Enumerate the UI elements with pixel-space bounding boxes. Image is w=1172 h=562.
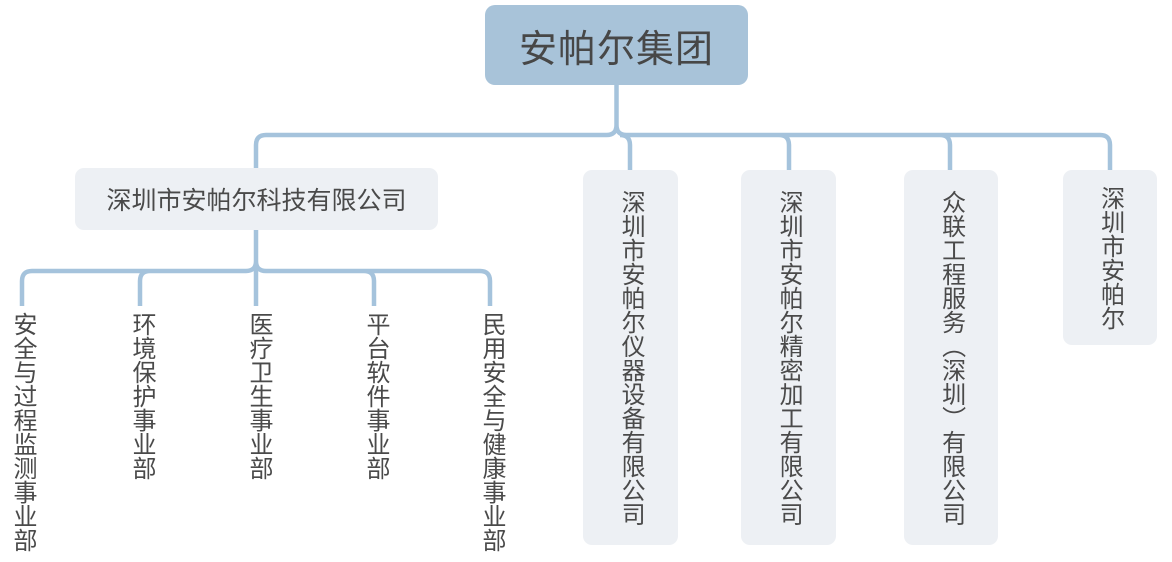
subsidiary-node-4: 深圳市安帕尔 xyxy=(1063,170,1157,345)
department-label-0: 安全与过程监测事业部 xyxy=(9,312,36,552)
root-node-label: 安帕尔集团 xyxy=(518,28,714,71)
root-node: 安帕尔集团 xyxy=(485,5,748,85)
subsidiary-node-0-label: 深圳市安帕尔科技有限公司 xyxy=(106,187,407,215)
subsidiary-node-1-label: 深圳市安帕尔仪器设备有限公司 xyxy=(617,189,645,526)
subsidiary-node-3: 众联工程服务（深圳）有限公司 xyxy=(904,170,998,545)
department-label-4: 民用安全与健康事业部 xyxy=(478,312,505,552)
subsidiary-node-2: 深圳市安帕尔精密加工有限公司 xyxy=(741,170,836,545)
subsidiary-node-1: 深圳市安帕尔仪器设备有限公司 xyxy=(583,170,678,545)
subsidiary-node-3-label: 众联工程服务（深圳）有限公司 xyxy=(937,189,965,526)
subsidiary-node-4-label: 深圳市安帕尔 xyxy=(1096,185,1124,330)
department-label-2: 医疗卫生事业部 xyxy=(245,312,272,480)
department-label-1: 环境保护事业部 xyxy=(128,312,155,480)
department-label-3: 平台软件事业部 xyxy=(362,312,389,480)
subsidiary-node-2-label: 深圳市安帕尔精密加工有限公司 xyxy=(775,189,803,526)
subsidiary-node-0: 深圳市安帕尔科技有限公司 xyxy=(75,168,438,230)
